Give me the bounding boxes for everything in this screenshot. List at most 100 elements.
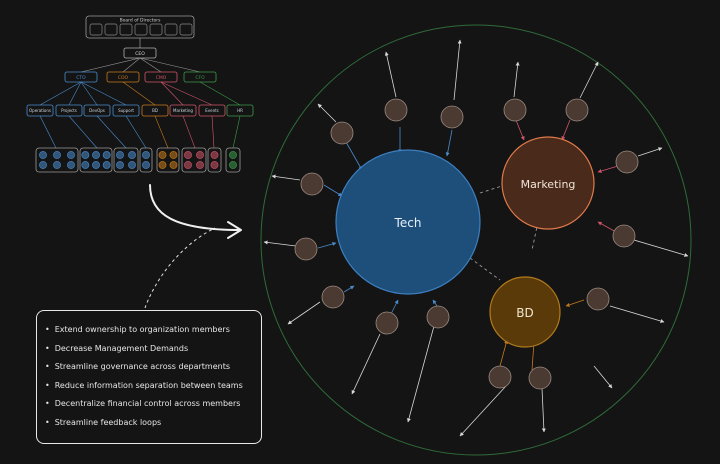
team-member-dot xyxy=(196,161,204,169)
ceo-label: CEO xyxy=(135,51,145,57)
member-node xyxy=(586,287,610,311)
bd-hub-label: BD xyxy=(516,306,533,320)
member-node xyxy=(612,224,636,248)
team-member-dot xyxy=(39,151,47,159)
member-node xyxy=(294,237,318,261)
member-node xyxy=(330,121,354,145)
member-node xyxy=(300,172,324,196)
member-node xyxy=(503,98,527,122)
team-member-dot xyxy=(196,151,204,159)
team-group xyxy=(156,147,180,173)
dept-box-operations: Operations xyxy=(26,104,54,117)
team-group xyxy=(225,147,241,173)
team-member-dot xyxy=(53,161,61,169)
exec-label: CFO xyxy=(195,75,205,81)
team-member-dot xyxy=(142,151,150,159)
team-member-dot xyxy=(229,151,237,159)
team-member-dot xyxy=(158,161,167,169)
team-member-dot xyxy=(229,161,237,169)
member-node xyxy=(440,105,464,129)
ceo-box: CEO xyxy=(123,47,157,59)
exec-label: CTO xyxy=(76,75,86,81)
team-member-dot xyxy=(128,161,136,169)
dept-box-marketing: Marketing xyxy=(169,104,197,117)
transition-arrow xyxy=(149,184,241,231)
team-member-dot xyxy=(81,161,90,169)
team-member-dot xyxy=(116,161,124,169)
team-member-dot xyxy=(142,161,150,169)
team-member-dot xyxy=(158,151,167,159)
goal-item: Extend ownership to organization members xyxy=(45,321,261,340)
bd-hub: BD xyxy=(489,276,561,348)
goals-list: Extend ownership to organization members… xyxy=(45,321,261,433)
team-member-dot xyxy=(92,151,100,159)
team-member-dot xyxy=(81,151,90,159)
tech-hub-label: Tech xyxy=(394,216,422,230)
team-member-dot xyxy=(210,151,219,159)
team-member-dot xyxy=(184,161,192,169)
member-node xyxy=(375,311,399,335)
team-group xyxy=(139,147,153,173)
goal-item: Decentralize financial control across me… xyxy=(45,395,261,414)
team-member-dot xyxy=(128,151,136,159)
member-node xyxy=(565,98,589,122)
team-member-dot xyxy=(53,151,61,159)
goal-item: Decrease Management Demands xyxy=(45,340,261,359)
dept-box-events: Events xyxy=(198,104,226,117)
team-member-dot xyxy=(39,161,47,169)
dept-label: DevOps xyxy=(89,108,105,113)
team-member-dot xyxy=(67,151,75,159)
dept-label: HR xyxy=(237,108,243,113)
dept-box-support: Support xyxy=(112,104,140,117)
team-member-dot xyxy=(102,151,111,159)
member-node xyxy=(426,305,450,329)
board-of-directors-box: Board of Directors xyxy=(85,15,195,39)
transition-arrowhead xyxy=(227,221,242,239)
team-member-dot xyxy=(169,151,178,159)
dept-box-devops: DevOps xyxy=(83,104,111,117)
goals-box: Extend ownership to organization members… xyxy=(36,310,262,444)
goal-item: Streamline feedback loops xyxy=(45,414,261,433)
callout-dashed-line xyxy=(144,227,216,309)
network-diagram: Tech Marketing BD xyxy=(260,24,692,456)
dept-label: Projects xyxy=(61,108,77,113)
exec-box-cfo: CFO xyxy=(183,71,217,83)
tech-hub: Tech xyxy=(335,149,481,295)
team-group xyxy=(181,147,207,173)
team-group xyxy=(35,147,79,173)
dept-box-bd: BD xyxy=(141,104,169,117)
exec-box-coo: COO xyxy=(106,71,140,83)
board-label: Board of Directors xyxy=(120,18,162,24)
dept-label: Operations xyxy=(29,108,51,113)
team-member-dot xyxy=(169,161,178,169)
marketing-hub-label: Marketing xyxy=(521,178,576,191)
team-member-dot xyxy=(184,151,192,159)
dept-label: Marketing xyxy=(173,108,193,113)
goal-item: Streamline governance across departments xyxy=(45,358,261,377)
team-group xyxy=(79,147,113,173)
team-member-dot xyxy=(67,161,75,169)
dept-box-hr: HR xyxy=(226,104,254,117)
member-node xyxy=(321,285,345,309)
dept-label: Support xyxy=(118,108,134,113)
team-member-dot xyxy=(102,161,111,169)
member-node xyxy=(528,366,552,390)
member-node xyxy=(615,150,639,174)
team-member-dot xyxy=(210,161,219,169)
dept-label: Events xyxy=(205,108,219,113)
team-member-dot xyxy=(92,161,100,169)
exec-box-cto: CTO xyxy=(64,71,98,83)
organization-boundary xyxy=(260,24,692,456)
goal-item: Reduce information separation between te… xyxy=(45,377,261,396)
team-member-dot xyxy=(116,151,124,159)
marketing-hub: Marketing xyxy=(501,136,595,230)
team-group xyxy=(113,147,139,173)
dept-label: BD xyxy=(152,108,158,113)
team-group xyxy=(207,147,222,173)
member-node xyxy=(384,98,408,122)
exec-box-cmo: CMO xyxy=(144,71,178,83)
member-node xyxy=(488,365,512,389)
exec-label: CMO xyxy=(156,75,167,81)
